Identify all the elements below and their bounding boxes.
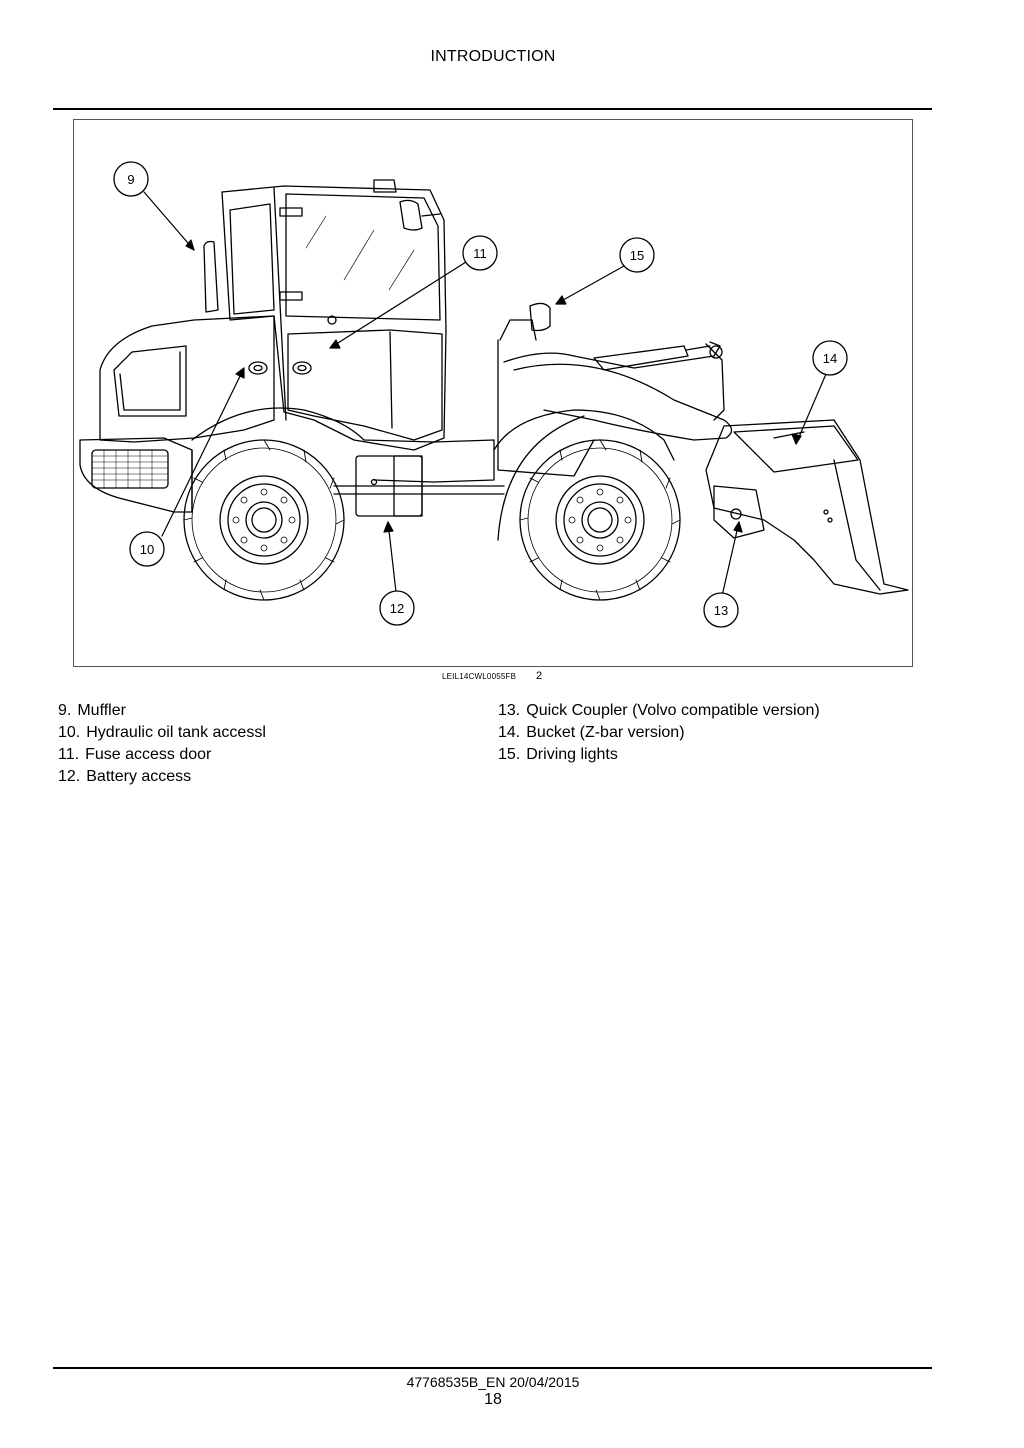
legend-item-number: 10. [58,724,81,741]
leader-10 [161,367,245,537]
legend-item-label: Bucket (Z-bar version) [526,724,685,741]
machine-body [79,179,909,595]
svg-text:11: 11 [473,246,487,261]
callout-11: 11 [462,235,498,271]
legend-item-label: Fuse access door [85,746,212,763]
wheel-loader-figure: 9 11 15 14 10 12 13 [73,119,913,667]
figure-code: LEIL14CWL0055FB [442,672,517,681]
legend-item-label: Driving lights [526,746,618,763]
legend-item-number: 13. [498,702,521,719]
legend-item-number: 9. [58,702,72,719]
legend-item: 11. Fuse access door [58,744,266,766]
legend-item: 12. Battery access [58,766,266,788]
svg-text:10: 10 [140,542,154,557]
callout-12: 12 [379,590,415,626]
svg-text:9: 9 [127,172,134,187]
footer-document-code: 47768535B_EN 20/04/2015 [406,1374,580,1390]
callout-9: 9 [113,161,149,197]
page-number: 18 [484,1391,502,1408]
legend-item: 10. Hydraulic oil tank accessl [58,722,266,744]
callout-13: 13 [703,592,739,628]
svg-text:12: 12 [390,601,404,616]
svg-text:13: 13 [714,603,728,618]
callout-15: 15 [619,237,655,273]
leader-15 [555,265,625,305]
legend-item: 9. Muffler [58,700,266,722]
callout-leaders [143,191,827,597]
wheel-loader-illustration: 9 11 15 14 10 12 13 [79,161,909,628]
legend-item-number: 12. [58,768,81,785]
legend-item-number: 15. [498,746,521,763]
callout-14: 14 [812,340,848,376]
legend-item-number: 14. [498,724,521,741]
header-rule [53,108,932,110]
page-header-title: INTRODUCTION [430,48,556,65]
svg-text:15: 15 [630,248,644,263]
front-wheel [493,409,681,601]
legend-item-label: Muffler [77,702,126,719]
callouts: 9 11 15 14 10 12 13 [113,161,848,628]
legend-item-label: Hydraulic oil tank accessl [86,724,266,741]
legend-item-label: Quick Coupler (Volvo compatible version) [526,702,820,719]
legend-item-label: Battery access [86,768,192,785]
leader-11 [329,261,467,349]
rear-wheel [183,439,345,601]
leader-13 [721,521,740,597]
legend-right-column: 13. Quick Coupler (Volvo compatible versi… [498,700,820,766]
leader-14 [795,373,827,445]
legend-item: 14. Bucket (Z-bar version) [498,722,820,744]
legend-item: 13. Quick Coupler (Volvo compatible versi… [498,700,820,722]
svg-text:14: 14 [823,351,837,366]
legend-item-number: 11. [58,746,80,763]
footer-rule [53,1367,932,1369]
leader-12 [387,521,397,593]
legend-left-column: 9.Muffler 10.Hydraulic oil tank accessl … [58,700,266,788]
legend-item: 15. Driving lights [498,744,820,766]
figure-number: 2 [536,670,543,682]
callout-10: 10 [129,531,165,567]
leader-9 [143,191,195,251]
